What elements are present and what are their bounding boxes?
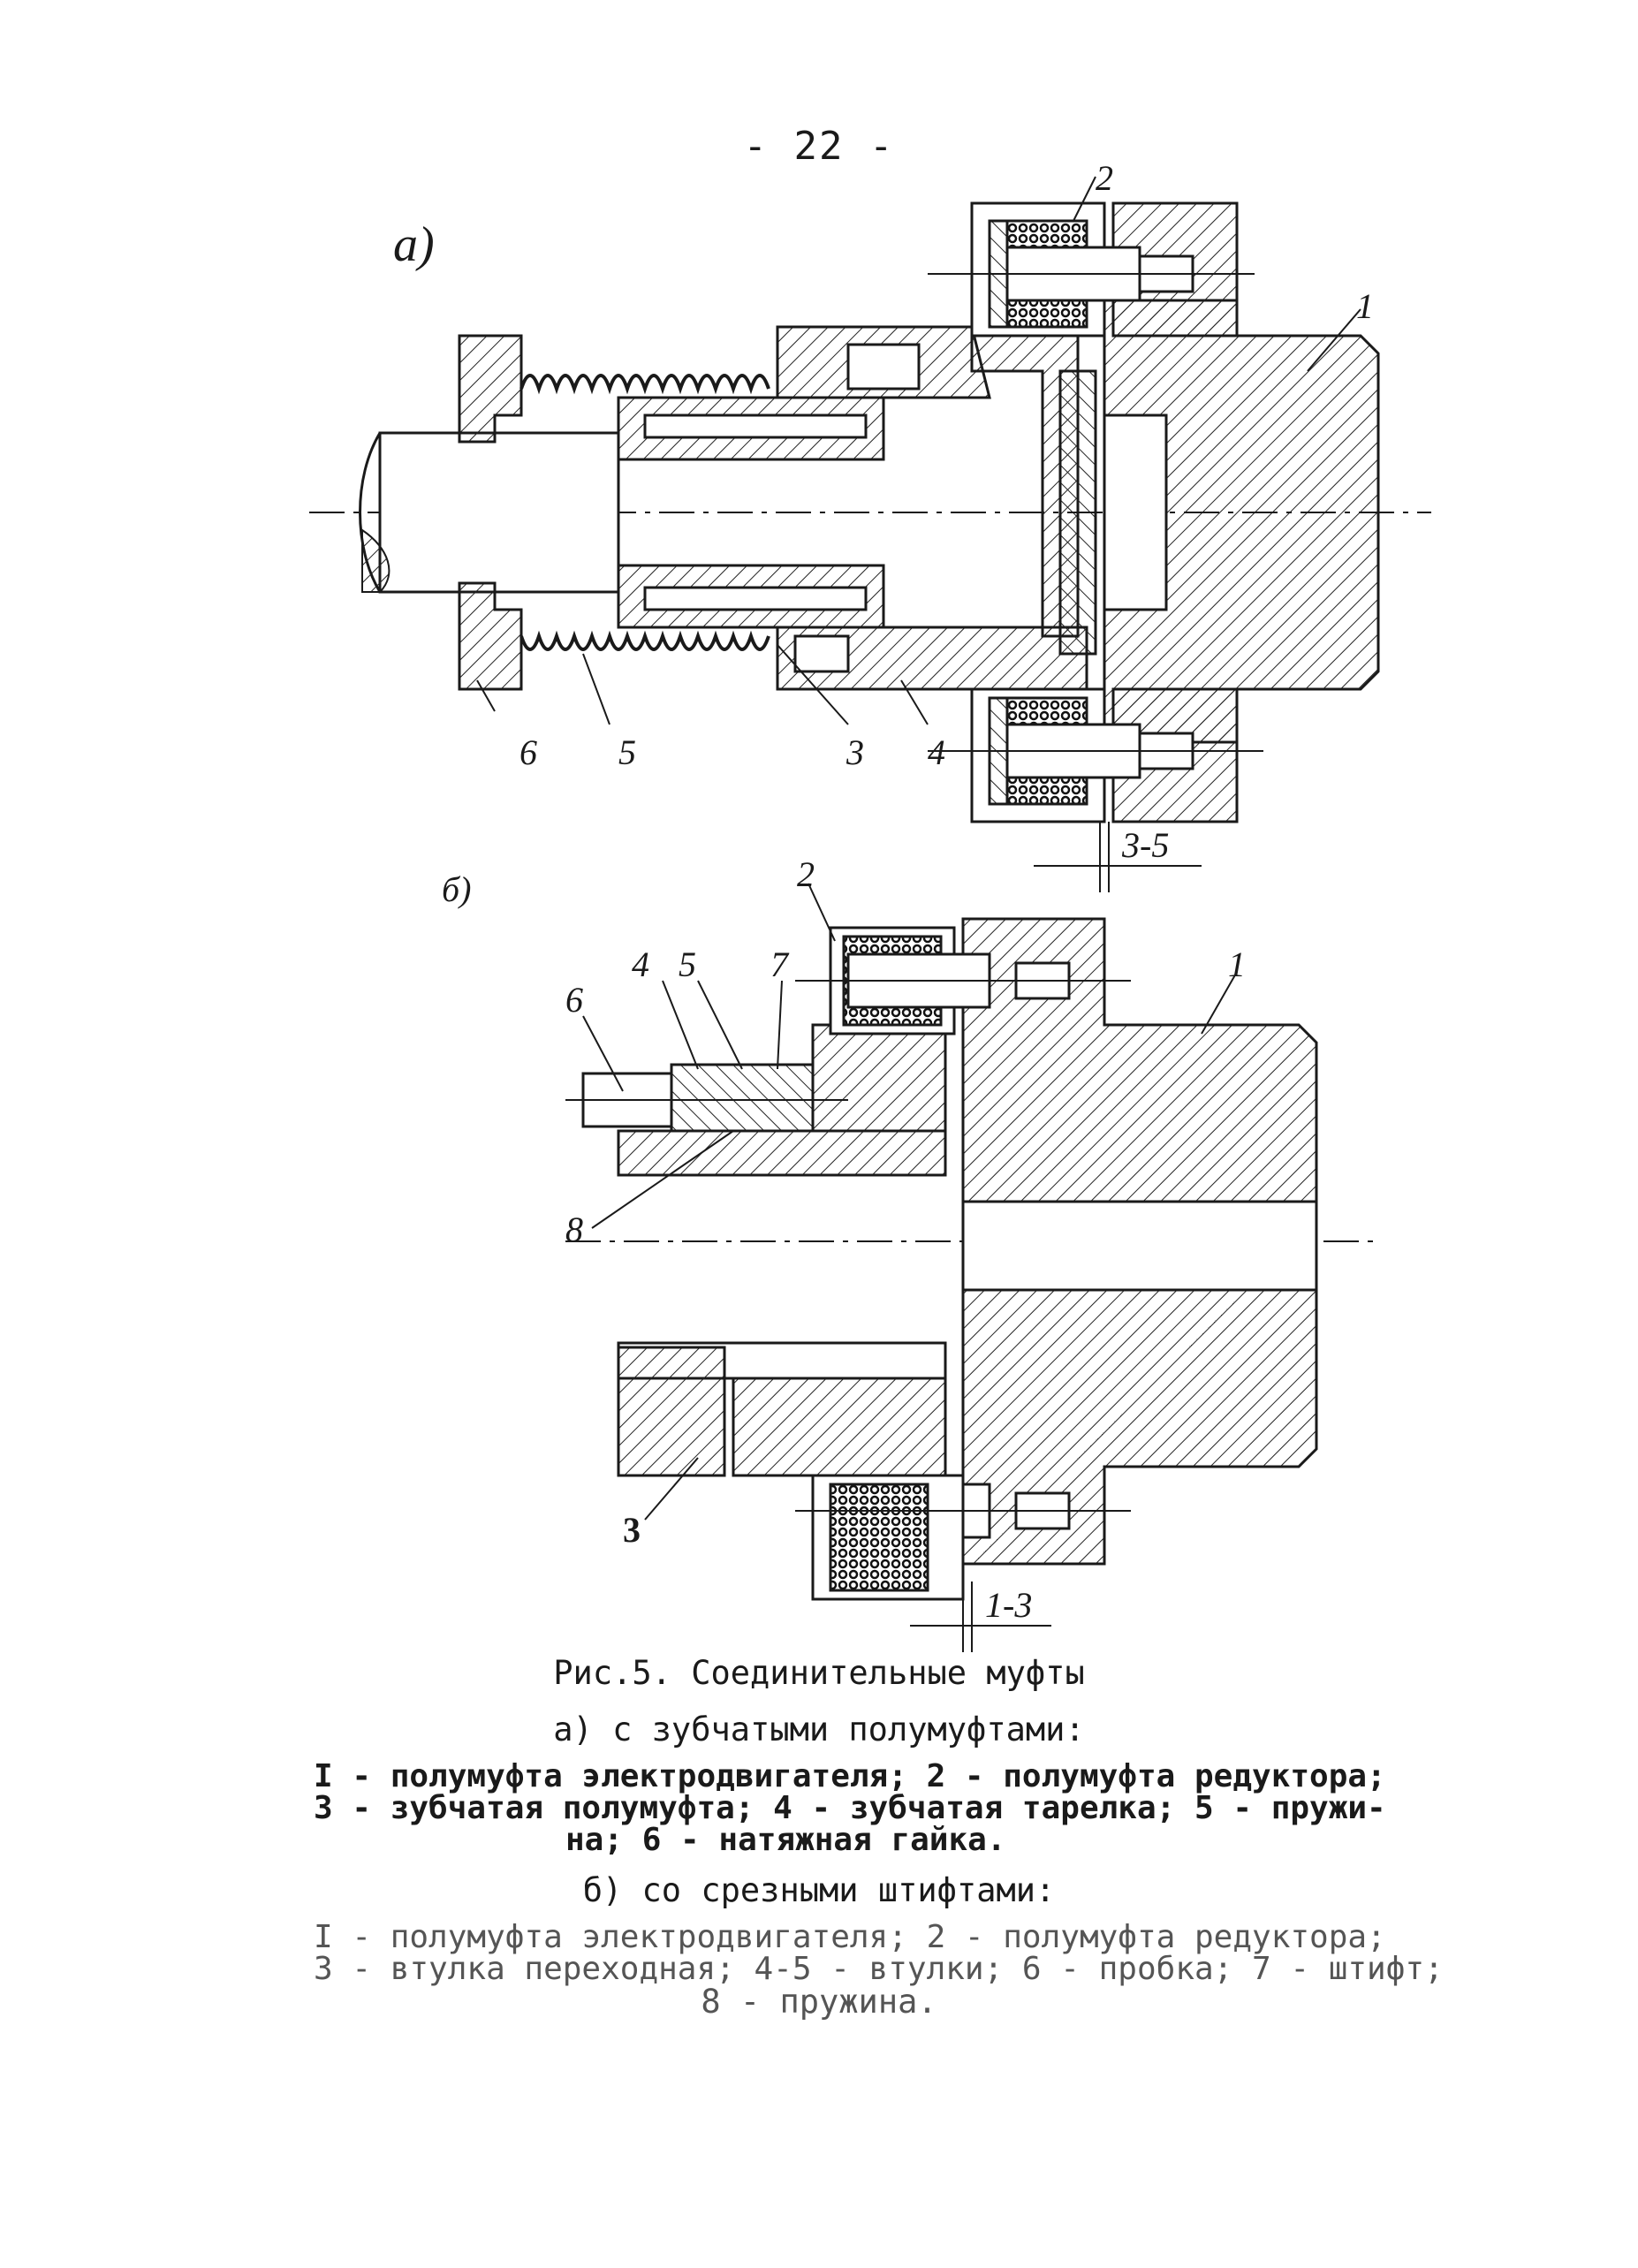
figure-b-callout-7: 7	[770, 944, 790, 984]
figure-b-callout-5: 5	[679, 944, 696, 984]
figure-a-callout-5: 5	[618, 732, 636, 772]
figure-b-callout-8: 8	[565, 1210, 583, 1249]
figure-b-label: б)	[442, 869, 471, 909]
figure-a-callout-2: 2	[1096, 158, 1113, 198]
legend-a-line-1: I - полумуфта электродвигателя; 2 - полу…	[314, 1758, 1386, 1794]
figure-b-callout-4: 4	[632, 944, 649, 984]
legend-b-line-3: 8 - пружина.	[701, 1983, 937, 2021]
legend-b-line-1: I - полумуфта электродвигателя; 2 - полу…	[314, 1919, 1386, 1955]
figure-b-callout-3: 3	[623, 1510, 641, 1550]
figure-caption-sub-a: а) с зубчатыми полумуфтами:	[553, 1710, 1085, 1748]
legend-a-line-2: 3 - зубчатая полумуфта; 4 - зубчатая тар…	[314, 1790, 1386, 1826]
figure-b-callout-6: 6	[565, 980, 583, 1020]
figure-b-callout-1: 1	[1228, 944, 1246, 984]
page-number: - 22 -	[743, 124, 895, 169]
figure-a-callout-4: 4	[928, 732, 945, 772]
figure-caption-sub-b: б) со срезными штифтами:	[582, 1871, 1056, 1909]
legend-a-line-3: на; 6 - натяжная гайка.	[565, 1822, 1006, 1858]
figure-a-callout-3: 3	[846, 732, 864, 772]
coupling-drawings: a) 2 1 6 5 3 4 3-5	[309, 158, 1431, 1652]
figure-b-drawing	[565, 883, 1378, 1652]
figure-a-callout-1: 1	[1356, 286, 1374, 326]
figure-a-label: a)	[393, 217, 435, 272]
figure-caption-title: Рис.5. Соединительные муфты	[553, 1654, 1085, 1692]
figure-b-dimension: 1-3	[985, 1585, 1032, 1625]
figure-a-callout-6: 6	[519, 732, 537, 772]
figure-a-drawing	[309, 176, 1431, 892]
legend-b-line-2: 3 - втулка переходная; 4-5 - втулки; 6 -…	[314, 1951, 1444, 1987]
figure-b-callout-2: 2	[797, 854, 815, 894]
figure-a-dimension: 3-5	[1121, 825, 1169, 865]
